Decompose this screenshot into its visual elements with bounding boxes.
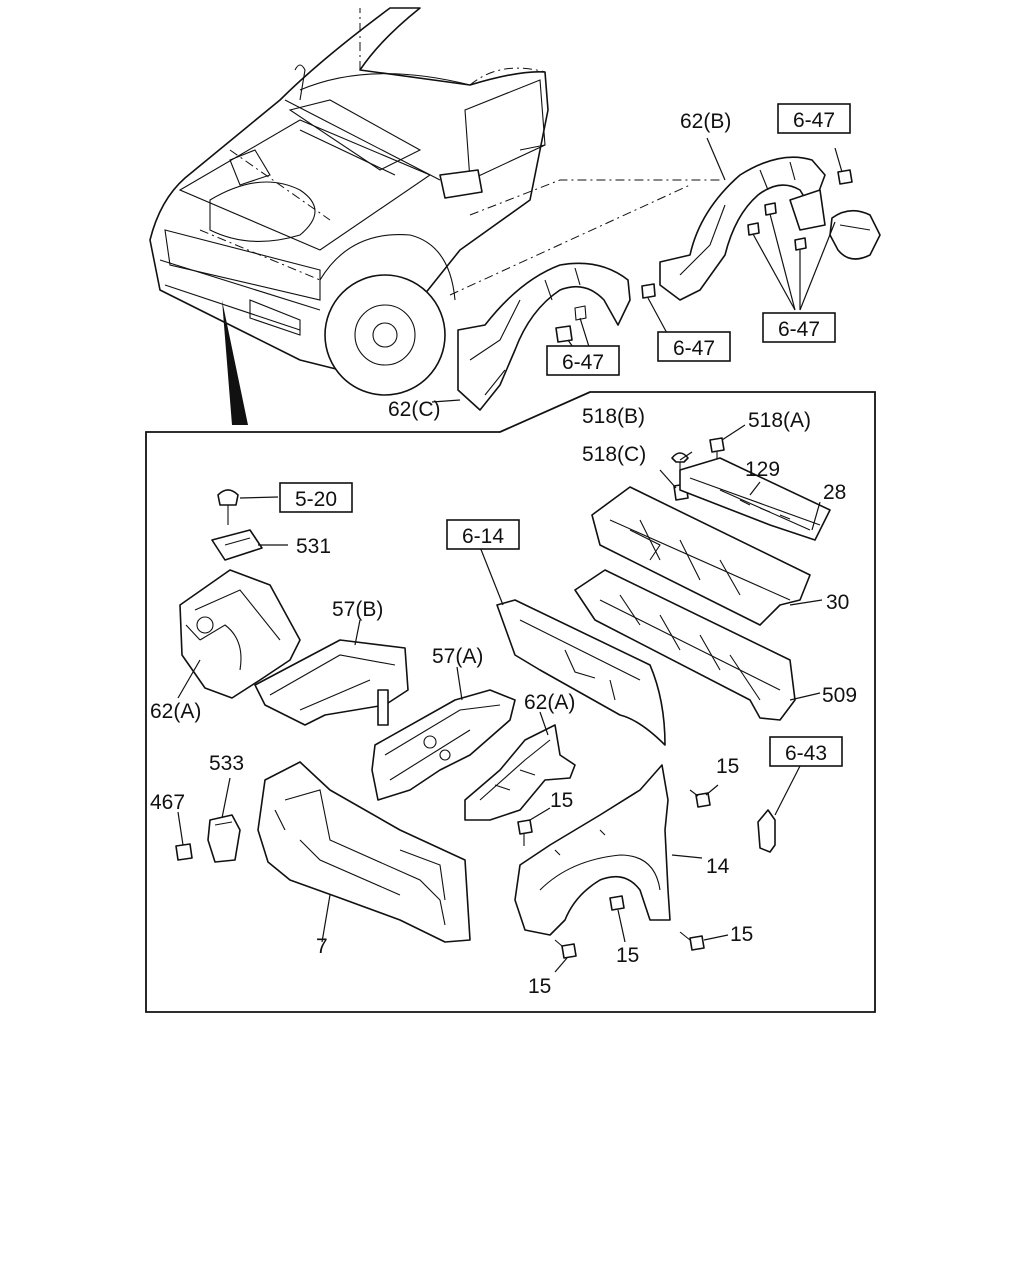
- part-509: [574, 569, 821, 721]
- ref-box-6-47-top: 6-47: [777, 103, 851, 134]
- part-6-43-bracket: [757, 765, 801, 853]
- part-533: [175, 777, 241, 863]
- ref-label: 6-47: [673, 337, 715, 360]
- label-62C: 62(C): [388, 398, 441, 421]
- label-30: 30: [826, 591, 849, 614]
- label-518C: 518(C): [582, 443, 646, 466]
- label-15-d: 15: [616, 944, 639, 967]
- part-62B: [641, 137, 881, 336]
- label-467: 467: [150, 791, 185, 814]
- label-57A: 57(A): [432, 645, 483, 668]
- label-15-e: 15: [528, 975, 551, 998]
- part-30: [591, 486, 823, 626]
- part-62A-mid: [464, 711, 576, 821]
- part-531: [211, 489, 288, 561]
- ref-box-5-20: 5-20: [279, 482, 353, 513]
- label-509: 509: [822, 684, 857, 707]
- ref-label: 6-47: [778, 318, 820, 341]
- label-62A-left: 62(A): [150, 700, 201, 723]
- inset-frame: [145, 391, 876, 1013]
- label-518A: 518(A): [748, 409, 811, 432]
- label-7: 7: [316, 935, 328, 958]
- ref-box-6-47-low: 6-47: [657, 331, 731, 362]
- ref-label: 5-20: [295, 488, 337, 511]
- part-cowl-top: [659, 424, 831, 541]
- ref-box-6-47-mid: 6-47: [546, 345, 620, 376]
- part-7: [257, 761, 471, 943]
- ref-box-6-47-right: 6-47: [762, 312, 836, 343]
- label-15-b: 15: [550, 789, 573, 812]
- ref-box-6-14: 6-14: [446, 519, 520, 550]
- label-62A-mid: 62(A): [524, 691, 575, 714]
- label-15-a: 15: [716, 755, 739, 778]
- ref-label: 6-43: [785, 742, 827, 765]
- label-62B: 62(B): [680, 110, 731, 133]
- ref-box-6-43: 6-43: [769, 736, 843, 767]
- label-57B: 57(B): [332, 598, 383, 621]
- ref-label: 6-47: [793, 109, 835, 132]
- label-28: 28: [823, 481, 846, 504]
- label-15-c: 15: [730, 923, 753, 946]
- part-62C: [431, 262, 631, 411]
- part-62A-left: [177, 569, 301, 699]
- label-531: 531: [296, 535, 331, 558]
- part-57B: [254, 619, 409, 726]
- label-14: 14: [706, 855, 730, 878]
- ref-label: 6-14: [462, 525, 504, 548]
- bolts-15: [517, 784, 729, 973]
- part-14: [514, 764, 703, 936]
- label-533: 533: [209, 752, 244, 775]
- ref-label: 6-47: [562, 351, 604, 374]
- part-57A: [371, 666, 516, 801]
- part-dash-panel: [479, 546, 666, 746]
- label-518B: 518(B): [582, 405, 645, 428]
- label-129: 129: [745, 458, 780, 481]
- vehicle-illustration: [149, 7, 720, 425]
